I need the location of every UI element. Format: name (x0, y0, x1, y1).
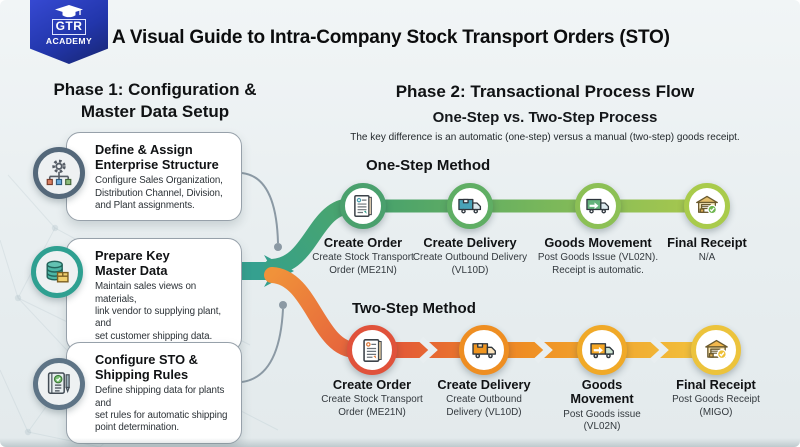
truck-icon (458, 198, 482, 214)
two-step-step-4: Final Receipt Post Goods Receipt (MIGO) (651, 377, 781, 419)
phase2-heading: Phase 2: Transactional Process Flow (395, 82, 695, 101)
card-title: Prepare Key Master Data (95, 248, 170, 279)
page-title: A Visual Guide to Intra-Company Stock Tr… (112, 27, 670, 48)
one-step-step-2: Create Delivery Create Outbound Delivery… (395, 235, 545, 277)
phase2-subheading: One-Step vs. Two-Step Process (432, 109, 658, 126)
two-step-chevrons (418, 336, 669, 364)
one-step-step-4: Final Receipt N/A (642, 235, 772, 265)
step-description: Create Stock Transport Order (ME21N) (321, 394, 423, 418)
two-step-node-4 (691, 325, 741, 375)
connector-card3-dot (279, 301, 287, 309)
two-step-step-1: Create Order Create Stock Transport Orde… (307, 377, 437, 419)
brand-academy: ACADEMY (45, 35, 93, 46)
step-description: Create Outbound Delivery (VL10D) (446, 394, 522, 418)
graduation-cap-icon (55, 5, 83, 18)
one-step-node-1 (340, 183, 386, 229)
card-description: Define shipping data for plants and set … (95, 385, 228, 434)
one-step-label: One-Step Method (366, 157, 491, 174)
phase1-card: Define & Assign Enterprise Structure Con… (66, 132, 242, 222)
step-title: Create Delivery (423, 235, 517, 250)
warehouse-check-icon (696, 195, 718, 215)
phase1-card: Configure STO & Shipping Rules Define sh… (66, 342, 242, 444)
card-title: Define & Assign Enterprise Structure (95, 142, 219, 173)
phase1-heading: Phase 1: Configuration & Master Data Set… (53, 80, 257, 121)
two-step-label: Two-Step Method (352, 300, 476, 317)
brand-name: GTR (51, 19, 87, 35)
step-title: Create Order (332, 377, 412, 392)
one-step-step-1: Create Order Create Stock Transport Orde… (293, 235, 433, 277)
truck-arrow-icon (589, 342, 614, 358)
database-icon (46, 260, 69, 283)
step-description: N/A (698, 252, 716, 264)
card-description: Configure Sales Organization, Distributi… (95, 175, 223, 211)
branch-orange (264, 267, 364, 358)
two-step-node-1 (347, 325, 397, 375)
one-step-node-3 (575, 183, 621, 229)
step-title: Create Order (323, 235, 403, 250)
brand-badge: GTR ACADEMY (30, 0, 108, 64)
phase2-note: The key difference is an automatic (one-… (350, 132, 740, 143)
step-title: Final Receipt (667, 235, 747, 250)
org-structure-icon (46, 159, 72, 186)
card-icon-circle (31, 246, 83, 298)
card-description: Maintain sales views on materials, link … (95, 281, 221, 342)
card-icon-circle (33, 358, 85, 410)
step-description: Post Goods Receipt (MIGO) (672, 394, 760, 418)
step-description: Create Stock Transport Order (ME21N) (312, 252, 414, 276)
phase1-card: Prepare Key Master Data Maintain sales v… (66, 238, 242, 352)
one-step-step-3: Goods Movement Post Goods Issue (VL02N).… (523, 235, 673, 277)
two-step-step-3: Goods Movement Post Goods issue (VL02N) (542, 377, 662, 434)
two-step-step-2: Create Delivery Create Outbound Delivery… (419, 377, 549, 419)
step-description: Post Goods Issue (VL02N). Receipt is aut… (537, 252, 659, 276)
connector-card1 (241, 172, 279, 244)
card-title: Configure STO & Shipping Rules (95, 352, 198, 383)
rulebook-icon (47, 372, 70, 394)
document-icon (354, 194, 372, 218)
one-step-node-2 (447, 183, 493, 229)
two-step-node-2 (459, 325, 509, 375)
step-description: Create Outbound Delivery (VL10D) (412, 252, 528, 276)
two-step-node-3 (577, 325, 627, 375)
truck-arrow-icon (586, 198, 610, 214)
step-title: Final Receipt (676, 377, 756, 392)
step-description: Post Goods issue (VL02N) (563, 408, 641, 433)
document-icon (362, 338, 382, 362)
step-title: Goods Movement (544, 235, 652, 250)
warehouse-check-icon (704, 339, 728, 359)
step-title: Goods Movement (570, 377, 634, 407)
connector-card3 (241, 308, 284, 383)
one-step-node-4 (684, 183, 730, 229)
connector-card1-dot (274, 243, 282, 251)
truck-icon (471, 342, 496, 358)
card-icon-circle (33, 147, 85, 199)
step-title: Create Delivery (437, 377, 531, 392)
